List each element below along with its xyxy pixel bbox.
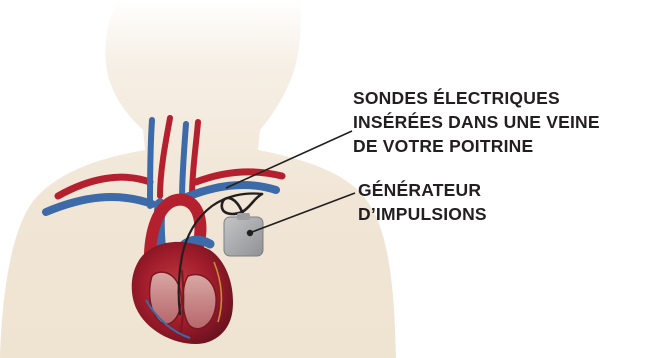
generator-dot [247,230,253,236]
leads-label: SONDES ÉLECTRIQUES INSÉRÉES DANS UNE VEI… [353,86,600,158]
leads-label-line-3: DE VOTRE POITRINE [353,134,600,158]
leads-label-line-2: INSÉRÉES DANS UNE VEINE [353,110,600,134]
heart-chamber-right [183,274,216,328]
generator-label-line-1: GÉNÉRATEUR [358,178,487,202]
pulse-generator [224,213,263,256]
generator-label-line-2: D’IMPULSIONS [358,202,487,226]
generator-label: GÉNÉRATEUR D’IMPULSIONS [358,178,487,226]
leads-label-line-1: SONDES ÉLECTRIQUES [353,86,600,110]
jugular-vein-left [150,120,152,206]
